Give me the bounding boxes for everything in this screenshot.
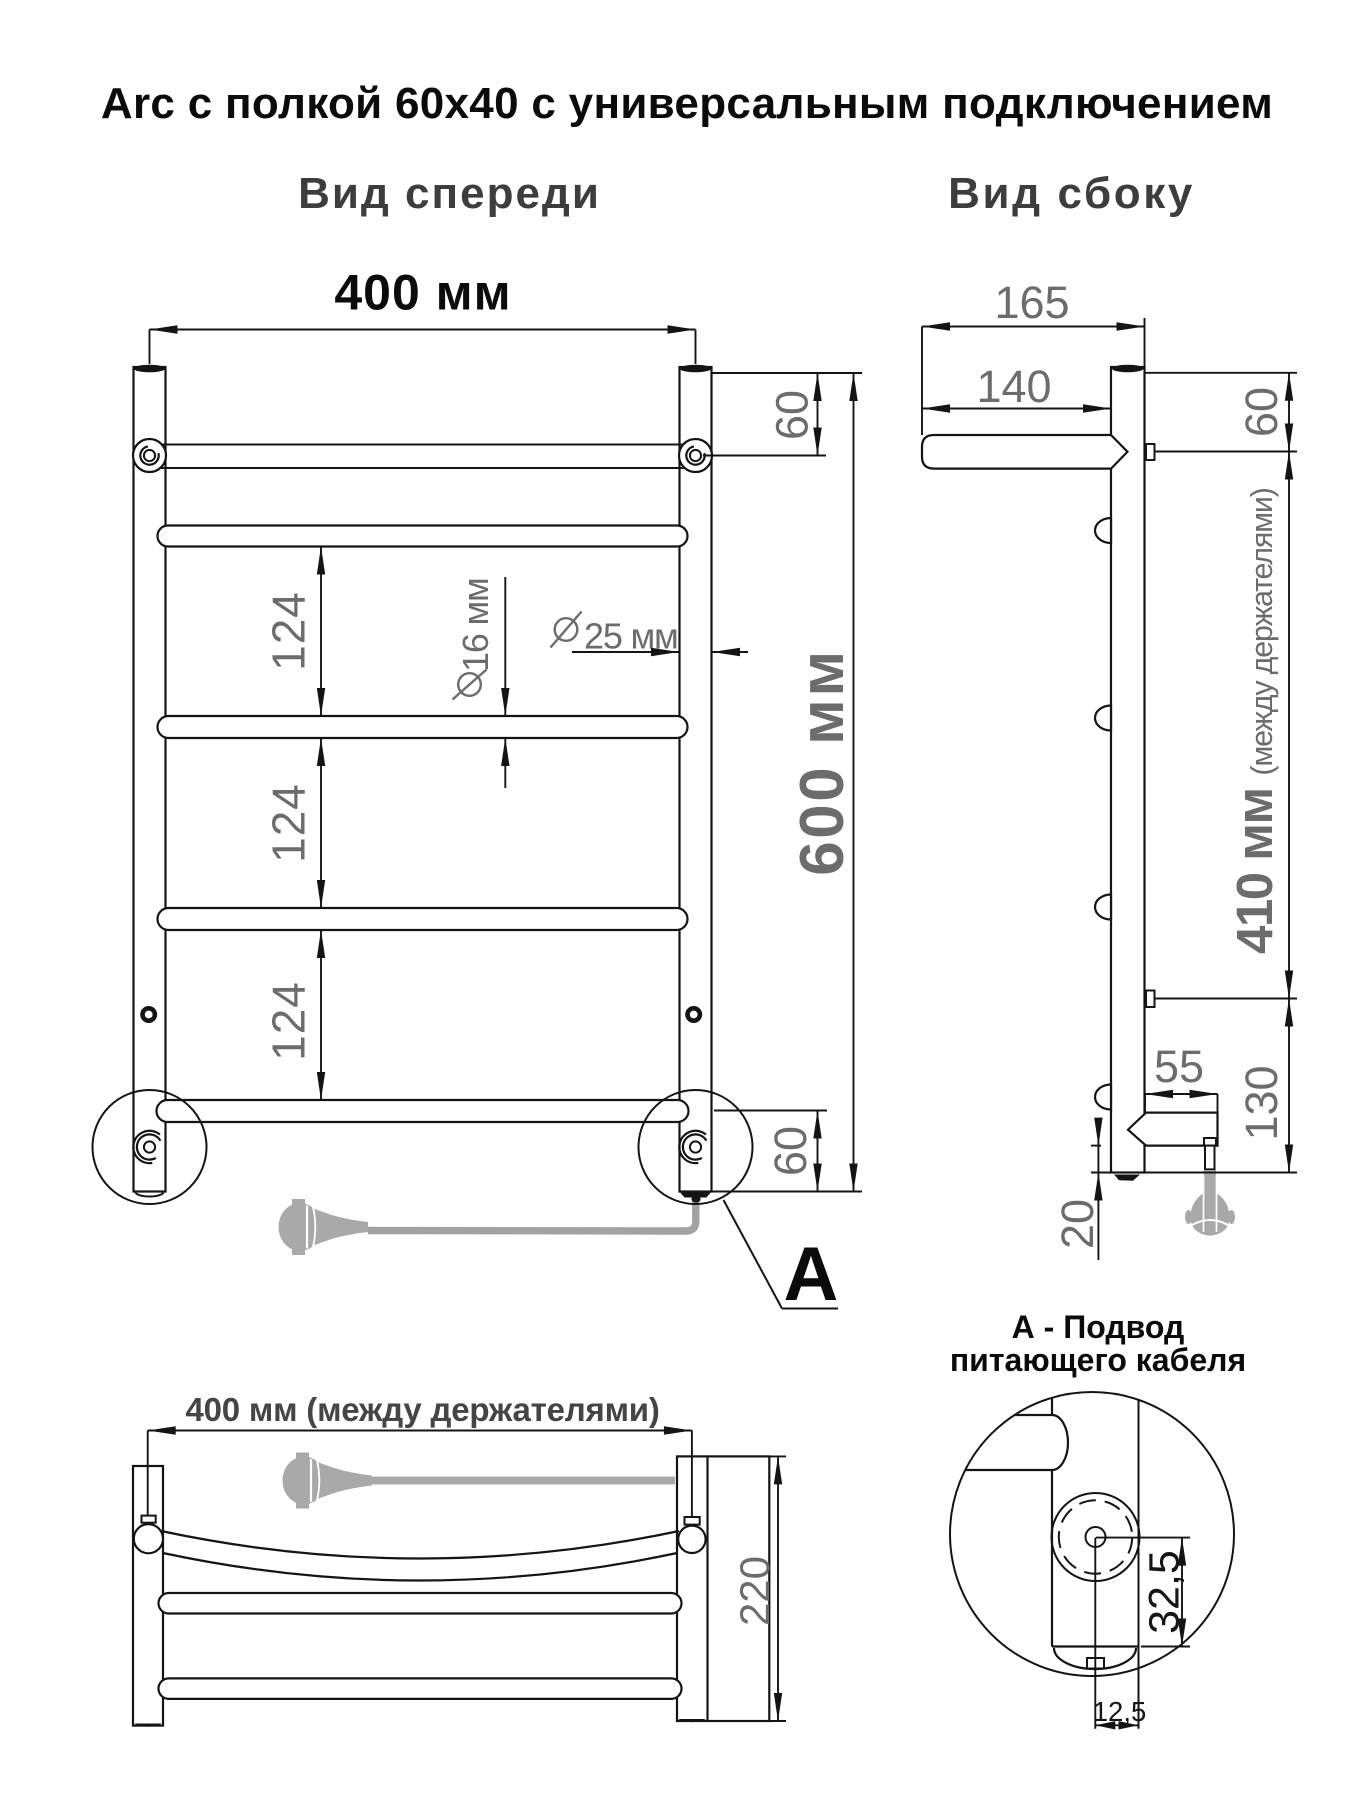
- svg-text:12,5: 12,5: [1093, 1696, 1147, 1727]
- svg-text:124: 124: [263, 783, 315, 863]
- svg-text:400 мм: 400 мм: [334, 265, 511, 321]
- svg-text:124: 124: [263, 981, 315, 1061]
- svg-text:220: 220: [731, 1556, 778, 1626]
- svg-text:124: 124: [263, 591, 315, 671]
- svg-text:20: 20: [1052, 1199, 1103, 1249]
- svg-text:60: 60: [1236, 387, 1287, 437]
- svg-text:140: 140: [976, 361, 1051, 412]
- svg-text:130: 130: [1236, 1065, 1287, 1140]
- svg-text:Вид спереди: Вид спереди: [298, 169, 601, 218]
- svg-text:60: 60: [767, 390, 818, 440]
- svg-text:400 мм (между держателями): 400 мм (между держателями): [185, 1391, 659, 1428]
- svg-text:А: А: [784, 1232, 839, 1317]
- svg-text:55: 55: [1154, 1041, 1204, 1092]
- svg-text:16 мм: 16 мм: [455, 578, 496, 672]
- svg-text:Вид сбоку: Вид сбоку: [948, 169, 1195, 218]
- svg-text:165: 165: [994, 277, 1069, 328]
- svg-text:А - Подвод: А - Подвод: [1012, 1309, 1185, 1345]
- svg-text:питающего кабеля: питающего кабеля: [950, 1342, 1246, 1378]
- svg-text:32,5: 32,5: [1141, 1550, 1189, 1634]
- svg-text:Arc с полкой 60x40 с универсал: Arc с полкой 60x40 с универсальным подкл…: [101, 79, 1273, 128]
- svg-text:60: 60: [765, 1126, 816, 1176]
- svg-text:600 мм: 600 мм: [788, 648, 857, 875]
